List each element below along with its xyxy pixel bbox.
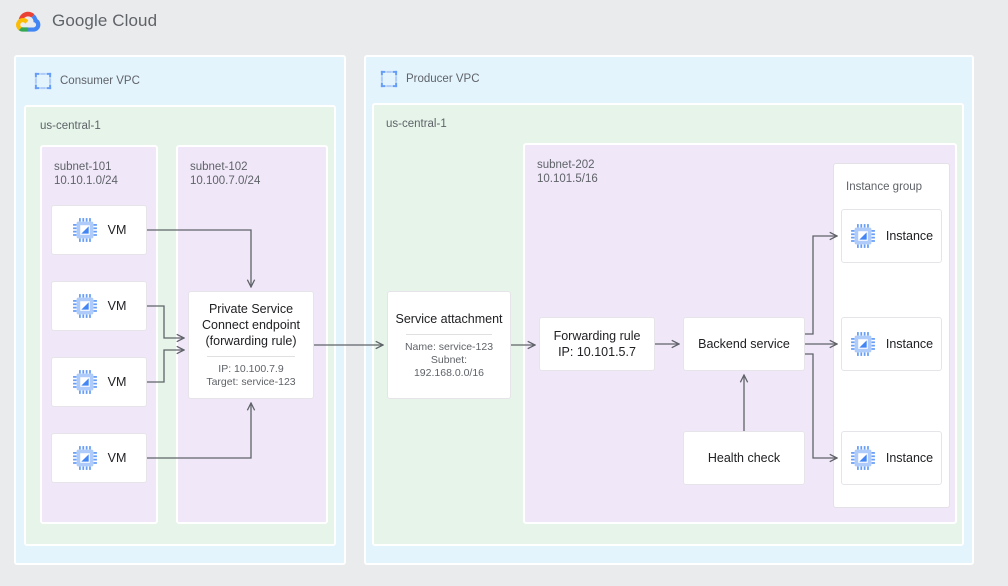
subnet-102-name: subnet-102: [190, 161, 248, 173]
vpc-icon: [34, 72, 52, 90]
page-header: Google Cloud: [16, 10, 157, 32]
brand-cloud: Cloud: [112, 11, 158, 30]
health-check-title: Health check: [707, 451, 781, 465]
backend-service-title: Backend service: [698, 337, 790, 351]
producer-vpc-label: Producer VPC: [406, 73, 480, 85]
forwarding-rule-title: Forwarding rule IP: 10.101.5.7: [553, 329, 641, 359]
forwarding-rule-card[interactable]: Forwarding rule IP: 10.101.5.7: [539, 317, 655, 371]
vm-card-2-label: VM: [107, 299, 127, 313]
subnet-102-cidr: 10.100.7.0/24: [190, 175, 261, 187]
vm-card-1[interactable]: VM: [51, 205, 147, 255]
service-attachment-detail: Name: service-123 Subnet: 192.168.0.0/16: [404, 340, 494, 379]
psc-endpoint-card[interactable]: Private Service Connect endpoint (forwar…: [188, 291, 314, 399]
consumer-vpc-label: Consumer VPC: [60, 75, 140, 87]
vm-card-2[interactable]: VM: [51, 281, 147, 331]
instance-card-3-label: Instance: [885, 451, 934, 465]
vm-card-3[interactable]: VM: [51, 357, 147, 407]
subnet-101-cidr: 10.10.1.0/24: [54, 175, 118, 187]
consumer-region-label: us-central-1: [40, 120, 101, 132]
vm-chip-icon: [72, 445, 98, 471]
vm-chip-icon: [72, 369, 98, 395]
health-check-card[interactable]: Health check: [683, 431, 805, 485]
vm-chip-icon: [72, 293, 98, 319]
vm-card-1-label: VM: [107, 223, 127, 237]
psc-endpoint-detail: IP: 10.100.7.9 Target: service-123: [206, 363, 296, 388]
vm-chip-icon: [850, 223, 876, 249]
vm-chip-icon: [850, 445, 876, 471]
google-cloud-logo-icon: [16, 10, 42, 32]
psc-endpoint-divider: [207, 356, 295, 357]
vm-chip-icon: [850, 331, 876, 357]
vm-chip-icon: [72, 217, 98, 243]
instance-card-1[interactable]: Instance: [841, 209, 942, 263]
psc-endpoint-title: Private Service Connect endpoint (forwar…: [202, 302, 300, 348]
brand-wordmark: Google Cloud: [52, 11, 157, 31]
backend-service-card[interactable]: Backend service: [683, 317, 805, 371]
producer-region-label: us-central-1: [386, 118, 447, 130]
subnet-202-cidr: 10.101.5/16: [537, 173, 598, 185]
instance-group-label: Instance group: [846, 181, 923, 193]
subnet-202-name: subnet-202: [537, 159, 595, 171]
brand-google: Google: [52, 11, 108, 30]
instance-card-3[interactable]: Instance: [841, 431, 942, 485]
vm-card-4-label: VM: [107, 451, 127, 465]
instance-card-2[interactable]: Instance: [841, 317, 942, 371]
service-attachment-title: Service attachment: [395, 311, 503, 326]
vm-card-4[interactable]: VM: [51, 433, 147, 483]
subnet-101-name: subnet-101: [54, 161, 112, 173]
instance-card-2-label: Instance: [885, 337, 934, 351]
service-attachment-divider: [406, 333, 492, 335]
service-attachment-card[interactable]: Service attachment Name: service-123 Sub…: [387, 291, 511, 399]
vpc-icon: [380, 70, 398, 88]
vm-card-3-label: VM: [107, 375, 127, 389]
instance-card-1-label: Instance: [885, 229, 934, 243]
